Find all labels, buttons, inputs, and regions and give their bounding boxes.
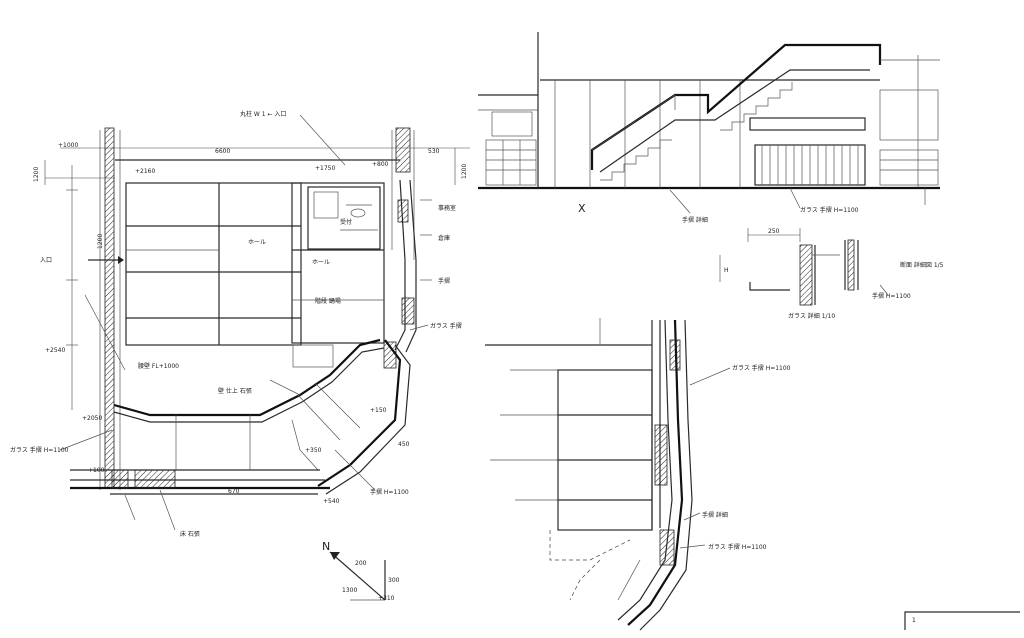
- detail-sub: ガラス 詳細 1/10: [788, 312, 835, 320]
- column-right: [395, 127, 411, 173]
- detail-title: 断面 詳細図 1/5: [900, 261, 944, 269]
- north-a4: +310: [378, 595, 395, 602]
- section-detail: 250 H 断面 詳細図 1/5 ガラス 詳細 1/10 手摺 H=1100: [719, 228, 944, 320]
- note-top: 丸柱 W 1 ← 入口: [240, 110, 286, 118]
- bottom-note: 床 石張: [180, 530, 200, 538]
- room-label-a: ホール: [248, 239, 266, 246]
- small-label-a: 受付: [340, 218, 352, 226]
- dim-350: +350: [305, 447, 322, 454]
- elevation-note-2: ガラス 手摺 H=1100: [800, 206, 859, 214]
- elevation: X 手摺 詳細 ガラス 手摺 H=1100: [478, 32, 940, 224]
- detail-dim-250: 250: [768, 228, 780, 235]
- elevation-x-mark: X: [578, 202, 586, 215]
- enlarged-note-mid: 手摺 詳細: [702, 511, 728, 519]
- dim-540: +540: [323, 498, 340, 505]
- dim-1000: +1000: [58, 142, 78, 149]
- enlarged-note-top: ガラス 手摺 H=1100: [732, 364, 791, 372]
- north-a2: 300: [388, 577, 400, 584]
- dim-450: 450: [398, 441, 410, 448]
- north-a1: 200: [355, 560, 367, 567]
- title-block: 1: [904, 611, 1020, 630]
- dim-1200-vert: 1200: [97, 234, 104, 249]
- dim-100: +100: [88, 467, 105, 474]
- small-label-b: 事務室: [438, 204, 456, 212]
- wall-note-left: 腰壁 FL+1000: [138, 362, 179, 370]
- small-label-c: 倉庫: [438, 234, 450, 242]
- dim-1200-left: 1200: [33, 167, 40, 182]
- dim-530: 530: [428, 148, 440, 155]
- right-note-2: ガラス 手摺: [430, 322, 462, 330]
- dim-2160: +2160: [135, 168, 155, 175]
- right-note-1: 手摺: [438, 277, 450, 285]
- dim-670: 670: [228, 488, 240, 495]
- dim-6600: 6600: [215, 148, 230, 155]
- detail-dim-h: H: [724, 267, 729, 274]
- room-label-b: ホール: [312, 259, 330, 266]
- dim-800: +800: [372, 161, 389, 168]
- dim-1200-right: 1200: [461, 164, 468, 179]
- north-arrow: N 200 300 1300 +310: [322, 540, 400, 602]
- wall-note-mid: 壁 仕上 石張: [218, 387, 252, 395]
- dim-1750: +1750: [315, 165, 335, 172]
- floor-plan: +1000 1200 +2160 6600 +1750 +800 530 120…: [10, 110, 470, 538]
- entrance-label: 入口: [40, 257, 52, 264]
- right-note-3: 手摺 H=1100: [370, 488, 409, 496]
- title-block-mark: 1: [912, 617, 916, 624]
- small-room: [307, 186, 381, 250]
- dim-2050: +2050: [82, 415, 102, 422]
- right-note-4: ガラス 手摺 H=1100: [10, 446, 69, 454]
- enlarged-plan: ガラス 手摺 H=1100 手摺 詳細 ガラス 手摺 H=1100: [485, 318, 791, 631]
- hall-grid: [125, 182, 302, 346]
- dim-2540: +2540: [45, 347, 65, 354]
- detail-right-note: 手摺 H=1100: [872, 292, 911, 300]
- north-a3: 1300: [342, 587, 357, 594]
- north-letter: N: [322, 540, 330, 553]
- room-label-c: 階段 踊場: [315, 297, 341, 305]
- dim-150: +150: [370, 407, 387, 414]
- elevation-note-1: 手摺 詳細: [682, 216, 708, 224]
- enlarged-note-bot: ガラス 手摺 H=1100: [708, 543, 767, 551]
- column-left: [104, 127, 115, 489]
